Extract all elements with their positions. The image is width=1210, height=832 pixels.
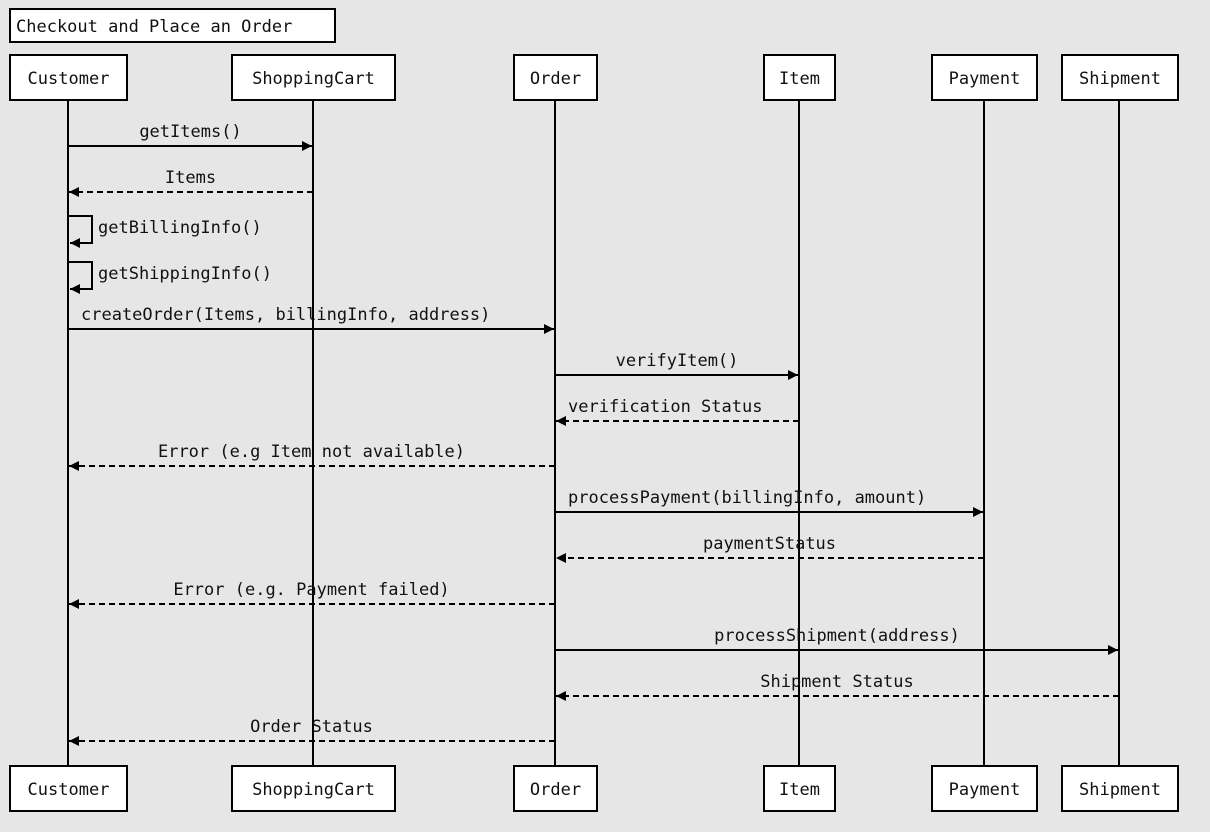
message-label: paymentStatus: [703, 534, 836, 554]
participant-label: Payment: [949, 69, 1021, 89]
message-label: Order Status: [250, 717, 373, 737]
message-label: verification Status: [568, 397, 762, 417]
self-message-arrow: [68, 261, 93, 294]
participant-box: [763, 765, 836, 812]
participant-box: [231, 54, 396, 101]
message-label: getShippingInfo(): [98, 264, 272, 284]
participant-item-bottom: Item: [763, 765, 836, 812]
participant-payment-top: Payment: [931, 54, 1038, 101]
message-label: getBillingInfo(): [98, 218, 262, 238]
participant-label: Shipment: [1079, 69, 1161, 89]
message-12: processShipment(address): [555, 626, 1118, 655]
participant-item-top: Item: [763, 54, 836, 101]
message-9: processPayment(billingInfo, amount): [555, 488, 983, 517]
message-label: createOrder(Items, billingInfo, address): [81, 305, 490, 325]
self-message-arrow: [68, 215, 93, 248]
message-4: getShippingInfo(): [68, 261, 272, 294]
message-6: verifyItem(): [555, 351, 798, 380]
message-label: Items: [165, 168, 216, 188]
message-label: processShipment(address): [714, 626, 960, 646]
message-label: Error (e.g Item not available): [158, 442, 465, 462]
message-label: Error (e.g. Payment failed): [173, 580, 449, 600]
message-14: Order Status: [69, 717, 555, 746]
participant-box: [931, 54, 1038, 101]
message-11: Error (e.g. Payment failed): [69, 580, 555, 609]
participant-label: ShoppingCart: [252, 69, 375, 89]
message-10: paymentStatus: [556, 534, 984, 563]
participant-payment-bottom: Payment: [931, 765, 1038, 812]
participant-label: Item: [779, 780, 820, 800]
participant-customer-bottom: Customer: [9, 765, 128, 812]
participant-box: [1061, 54, 1179, 101]
participant-order-top: Order: [513, 54, 598, 101]
participant-label: Item: [779, 69, 820, 89]
message-13: Shipment Status: [556, 672, 1119, 701]
participant-shoppingcart-bottom: ShoppingCart: [231, 765, 396, 812]
message-5: createOrder(Items, billingInfo, address): [68, 305, 554, 334]
participant-label: Customer: [28, 69, 110, 89]
participant-box: [931, 765, 1038, 812]
message-7: verification Status: [556, 397, 799, 426]
participant-label: ShoppingCart: [252, 780, 375, 800]
participant-box: [513, 54, 598, 101]
message-8: Error (e.g Item not available): [69, 442, 555, 471]
message-3: getBillingInfo(): [68, 215, 262, 248]
participant-label: Shipment: [1079, 780, 1161, 800]
participant-box: [763, 54, 836, 101]
participant-shipment-bottom: Shipment: [1061, 765, 1179, 812]
participant-box: [1061, 765, 1179, 812]
participant-label: Order: [530, 780, 581, 800]
participant-customer-top: Customer: [9, 54, 128, 101]
participant-order-bottom: Order: [513, 765, 598, 812]
message-label: Shipment Status: [760, 672, 914, 692]
participant-box: [9, 765, 128, 812]
diagram-title-text: Checkout and Place an Order: [16, 17, 292, 37]
message-2: Items: [69, 168, 313, 197]
diagram-title: Checkout and Place an Order: [9, 8, 336, 43]
message-1: getItems(): [68, 122, 312, 151]
message-label: getItems(): [139, 122, 241, 142]
message-label: processPayment(billingInfo, amount): [568, 488, 926, 508]
message-label: verifyItem(): [616, 351, 739, 371]
participant-box: [9, 54, 128, 101]
participant-label: Customer: [28, 780, 110, 800]
participant-label: Order: [530, 69, 581, 89]
participant-label: Payment: [949, 780, 1021, 800]
participant-box: [513, 765, 598, 812]
participant-box: [231, 765, 396, 812]
participant-shipment-top: Shipment: [1061, 54, 1179, 101]
participant-shoppingcart-top: ShoppingCart: [231, 54, 396, 101]
